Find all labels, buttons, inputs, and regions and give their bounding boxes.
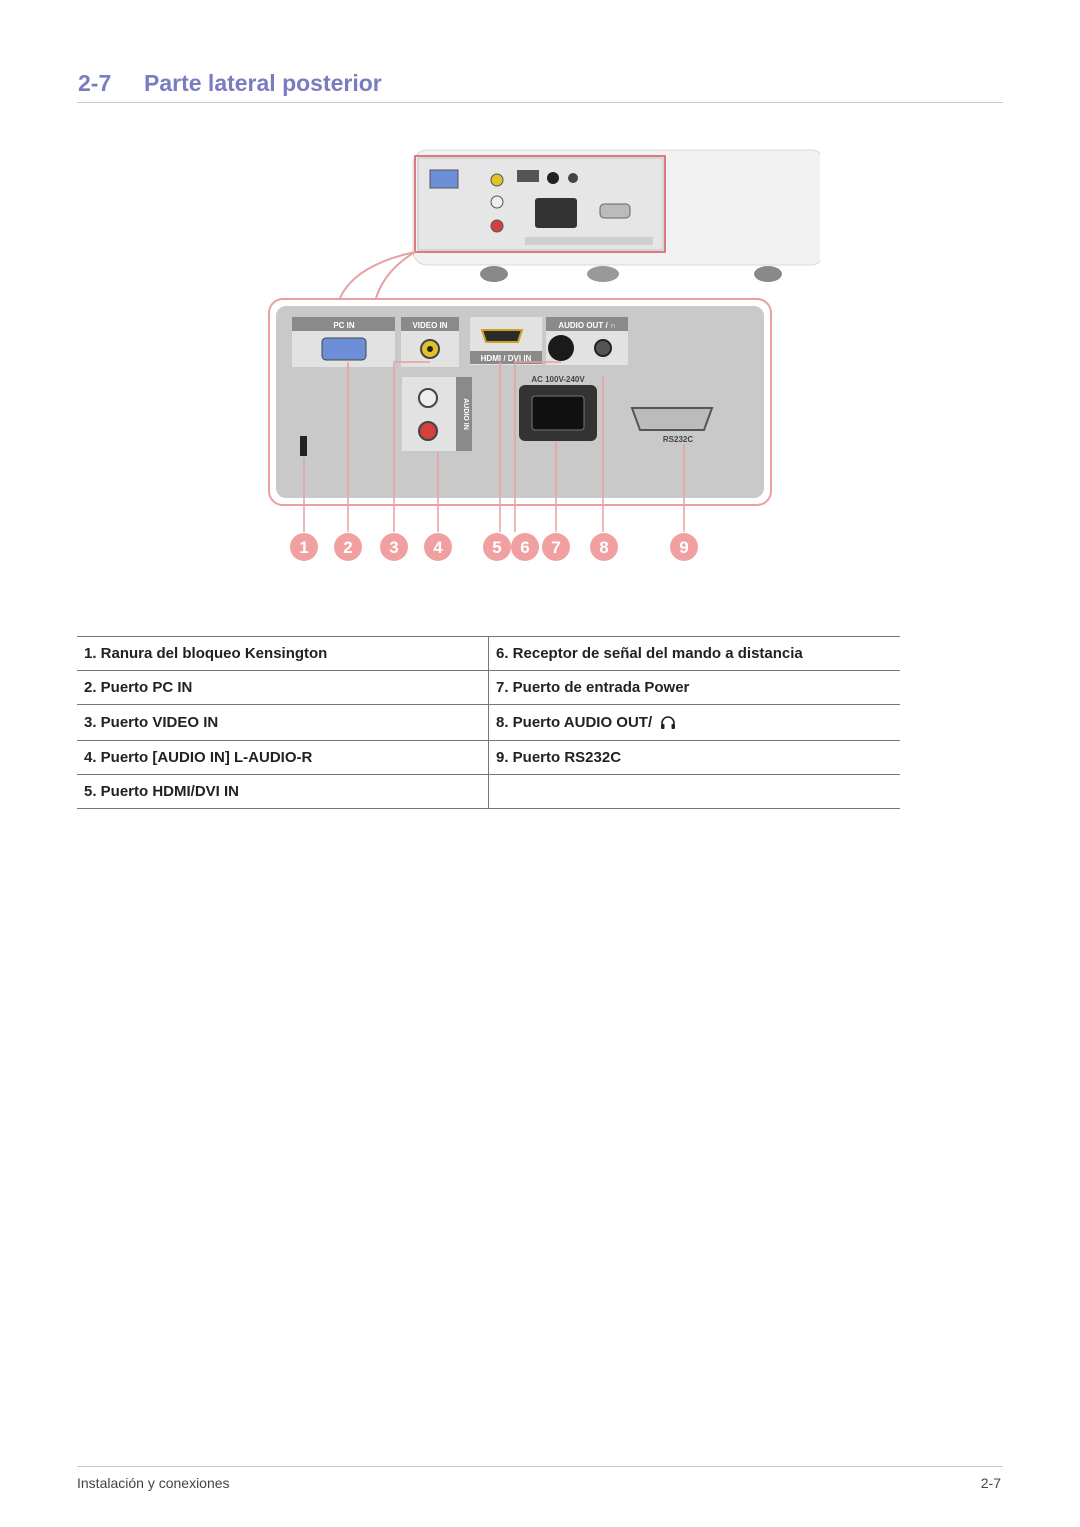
table-cell: 1. Ranura del bloqueo Kensington <box>77 636 489 671</box>
section-number: 2-7 <box>78 70 112 96</box>
table-cell: 5. Puerto HDMI/DVI IN <box>77 774 489 809</box>
callout-8: 8 <box>599 538 608 557</box>
label-audio-out: AUDIO OUT / ∩ <box>558 321 615 330</box>
ir-receiver-icon <box>548 335 574 361</box>
table-cell: 2. Puerto PC IN <box>77 670 489 705</box>
label-ac: AC 100V-240V <box>531 375 585 384</box>
table-cell: 6. Receptor de señal del mando a distanc… <box>488 636 900 671</box>
table-cell: 8. Puerto AUDIO OUT/ <box>488 704 900 741</box>
table-cell: 7. Puerto de entrada Power <box>488 670 900 705</box>
kensington-slot-icon <box>300 436 307 456</box>
hdmi-port-icon <box>480 329 524 343</box>
callout-5: 5 <box>492 538 501 557</box>
projector-body <box>412 149 820 282</box>
label-rs232c: RS232C <box>663 435 693 444</box>
footer-page-number: 2-7 <box>980 1475 1001 1491</box>
table-row: 1. Ranura del bloqueo Kensington 6. Rece… <box>77 636 900 671</box>
callout-4: 4 <box>433 538 443 557</box>
leader-lines <box>303 361 685 532</box>
callout-numbers: 1 2 3 4 5 6 7 8 9 <box>290 533 698 561</box>
table-cell: 4. Puerto [AUDIO IN] L-AUDIO-R <box>77 740 489 775</box>
label-hdmi: HDMI / DVI IN <box>481 354 532 363</box>
callout-7: 7 <box>551 538 560 557</box>
table-row: 5. Puerto HDMI/DVI IN <box>77 774 900 809</box>
rca-port-icon <box>418 421 438 441</box>
table-row: 4. Puerto [AUDIO IN] L-AUDIO-R 9. Puerto… <box>77 740 900 775</box>
projector-rear-panel-figure: PC IN VIDEO IN HDMI / DVI IN AUDIO OUT /… <box>268 149 820 561</box>
audio-out-label: 8. Puerto AUDIO OUT/ <box>496 714 653 731</box>
enlarged-panel: PC IN VIDEO IN HDMI / DVI IN AUDIO OUT /… <box>268 298 772 506</box>
callout-9: 9 <box>679 538 688 557</box>
headphones-icon <box>661 716 676 730</box>
table-row: 3. Puerto VIDEO IN 8. Puerto AUDIO OUT/ <box>77 704 900 741</box>
footer-chapter: Instalación y conexiones <box>77 1475 230 1491</box>
rca-port-icon <box>418 388 438 408</box>
table-cell: 9. Puerto RS232C <box>488 740 900 775</box>
label-video-in: VIDEO IN <box>412 321 447 330</box>
table-cell: 3. Puerto VIDEO IN <box>77 704 489 741</box>
label-audio-in: AUDIO IN <box>462 398 469 430</box>
audio-jack-icon <box>594 339 612 357</box>
callout-6: 6 <box>520 538 529 557</box>
callout-1: 1 <box>299 538 308 557</box>
callout-3: 3 <box>389 538 398 557</box>
callout-2: 2 <box>343 538 352 557</box>
label-pc-in: PC IN <box>333 321 355 330</box>
table-row: 2. Puerto PC IN 7. Puerto de entrada Pow… <box>77 670 900 705</box>
ports-table: 1. Ranura del bloqueo Kensington 6. Rece… <box>77 636 900 809</box>
vga-port-icon <box>321 337 367 361</box>
rs232-port-icon <box>630 407 714 431</box>
table-cell <box>488 774 900 809</box>
section-header: 2-7 Parte lateral posterior <box>77 68 1003 103</box>
page-footer: Instalación y conexiones 2-7 <box>77 1466 1003 1497</box>
section-title: Parte lateral posterior <box>144 70 382 96</box>
